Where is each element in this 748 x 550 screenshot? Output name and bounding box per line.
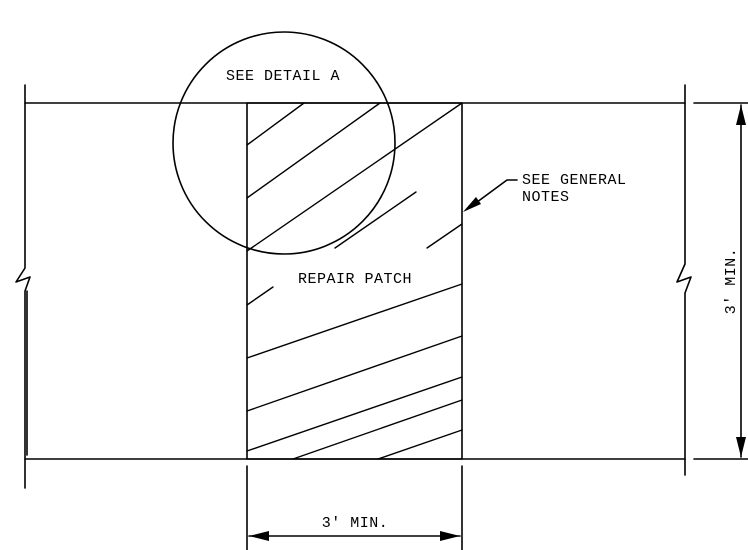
hatch-line — [426, 223, 463, 249]
width-arrow-right — [440, 531, 460, 541]
general-notes-callout-line2: NOTES — [522, 189, 570, 206]
general-notes-leader — [468, 179, 518, 209]
repair-patch-label: REPAIR PATCH — [298, 271, 412, 288]
hatch-line — [292, 399, 463, 460]
patch-hatching — [246, 102, 463, 460]
left-break-line — [15, 84, 31, 489]
hatch-line — [377, 429, 463, 460]
width-arrow-left — [249, 531, 269, 541]
hatch-line — [246, 335, 463, 412]
general-notes-callout-line1: SEE GENERAL — [522, 172, 627, 189]
hatch-line — [334, 191, 417, 249]
detail-a-circle — [172, 31, 396, 255]
height-arrow-bottom — [736, 437, 746, 457]
hatch-line — [246, 286, 274, 306]
height-arrow-top — [736, 105, 746, 125]
hatch-line — [246, 376, 463, 452]
detail-a-callout: SEE DETAIL A — [226, 68, 340, 85]
width-dimension-label: 3' MIN. — [322, 515, 389, 532]
repair-patch-outline — [246, 102, 463, 460]
leader-arrowhead — [463, 197, 481, 212]
right-break-line — [676, 84, 692, 476]
hatch-line — [246, 102, 463, 252]
hatch-line — [246, 102, 305, 146]
height-dimension-label: 3' MIN. — [723, 248, 740, 315]
hatch-line — [246, 102, 381, 199]
hatch-line — [246, 283, 463, 359]
